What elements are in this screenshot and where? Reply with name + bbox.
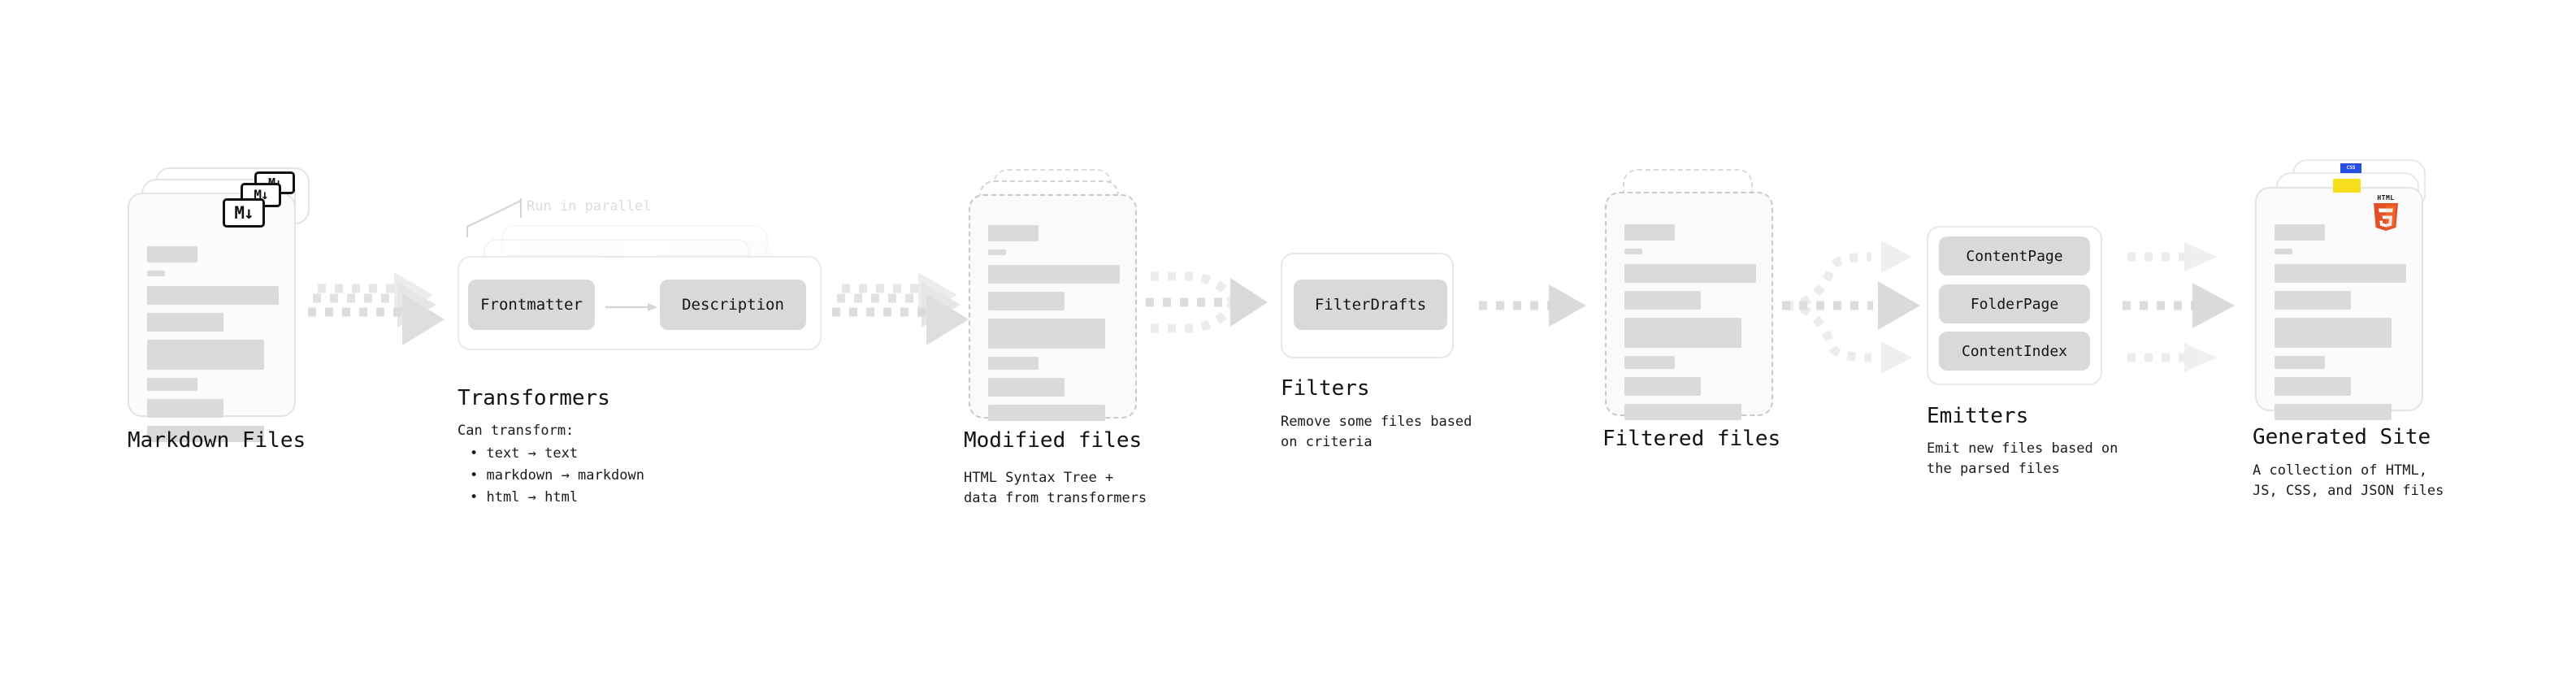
- emitter-pill-contentpage-label: ContentPage: [1966, 247, 2063, 265]
- emitter-pill-contentindex[interactable]: ContentIndex: [1939, 332, 2090, 371]
- stage-title-generated-site: Generated Site: [2253, 425, 2431, 449]
- transformers-bullet-0: • text → text: [470, 445, 579, 462]
- doc-line: [988, 249, 1006, 255]
- transformers-bullet-1: • markdown → markdown: [470, 467, 644, 484]
- doc-line: [147, 271, 165, 276]
- doc-line: [1624, 249, 1642, 254]
- doc-line: [147, 378, 197, 391]
- stage-title-transformers: Transformers: [458, 386, 610, 410]
- transformer-pill-description-label: Description: [682, 296, 784, 314]
- doc-line: [1624, 356, 1675, 369]
- transformer-pill-description[interactable]: Description: [660, 280, 806, 330]
- run-in-parallel-bracket: [466, 197, 555, 238]
- doc-line: [147, 313, 223, 332]
- run-in-parallel-label: Run in parallel: [527, 198, 652, 215]
- doc-line: [1624, 318, 1741, 348]
- emitter-pill-contentindex-label: ContentIndex: [1961, 342, 2068, 360]
- modified-card-lines: [988, 225, 1120, 429]
- doc-line: [147, 340, 264, 370]
- emitter-pill-contentpage[interactable]: ContentPage: [1939, 236, 2090, 275]
- stage-subtitle-generated-site: A collection of HTML, JS, CSS, and JSON …: [2253, 462, 2444, 499]
- doc-line: [1624, 404, 1741, 420]
- doc-line: [2275, 249, 2292, 254]
- stage-title-markdown-files: Markdown Files: [128, 428, 306, 453]
- arrow-emitters-to-site: [2123, 236, 2253, 382]
- stage-subtitle-modified-files: HTML Syntax Tree + data from transformer…: [964, 470, 1147, 506]
- doc-line: [988, 225, 1039, 241]
- filtered-files-stack: [1605, 169, 1792, 437]
- stage-title-modified-files: Modified files: [964, 428, 1143, 453]
- doc-line: [988, 405, 1105, 421]
- stage-subtitle-transformers: Can transform:: [458, 423, 575, 439]
- doc-line: [147, 286, 279, 305]
- doc-line: [1624, 291, 1701, 310]
- doc-line: [147, 246, 197, 262]
- doc-line: [2275, 377, 2351, 396]
- doc-line: [1624, 377, 1701, 396]
- doc-line: [2275, 291, 2351, 310]
- doc-line: [2275, 404, 2392, 420]
- markdown-card-front: [128, 193, 296, 442]
- stage-title-emitters: Emitters: [1927, 404, 2029, 428]
- js-badge: [2333, 179, 2361, 193]
- css-badge: CSS: [2340, 163, 2361, 173]
- css-badge-label: CSS: [2346, 165, 2356, 171]
- doc-line: [988, 319, 1105, 349]
- doc-line: [147, 399, 223, 418]
- arrow-transformers-to-modified: [832, 271, 975, 360]
- arrow-filtered-to-emitters: [1782, 234, 1928, 380]
- filter-pill-filterdrafts-label: FilterDrafts: [1314, 296, 1427, 314]
- html5-badge: HTML: [2370, 195, 2401, 232]
- arrow-markdown-to-transformers: [308, 271, 451, 360]
- doc-line: [2275, 264, 2406, 283]
- stage-title-filtered-files: Filtered files: [1602, 427, 1781, 451]
- filtered-card-front: [1605, 192, 1773, 420]
- modified-files-stack: [969, 169, 1156, 437]
- doc-line: [2275, 356, 2325, 369]
- markdown-badge-glyph: M↓: [234, 202, 254, 223]
- markdown-card-lines: [147, 246, 279, 450]
- doc-line: [1624, 264, 1756, 283]
- filtered-card-lines: [1624, 224, 1756, 428]
- arrow-modified-to-filters: [1146, 260, 1276, 366]
- doc-line: [2275, 224, 2325, 241]
- transformers-bullet-2: • html → html: [470, 489, 579, 505]
- html5-badge-word: HTML: [2377, 194, 2395, 202]
- stage-subtitle-emitters: Emit new files based on the parsed files: [1927, 440, 2118, 477]
- doc-line: [1624, 224, 1675, 241]
- doc-line: [147, 426, 264, 442]
- filter-pill-filterdrafts[interactable]: FilterDrafts: [1294, 280, 1447, 330]
- transformer-pill-frontmatter[interactable]: Frontmatter: [468, 280, 595, 330]
- doc-line: [988, 265, 1120, 284]
- doc-line: [988, 357, 1039, 370]
- transformer-pill-frontmatter-label: Frontmatter: [480, 296, 583, 314]
- markdown-files-stack: M↓ M↓ M↓: [128, 167, 314, 442]
- doc-line: [988, 378, 1065, 397]
- doc-line: [2275, 318, 2392, 348]
- transformer-inner-arrow: [605, 299, 662, 315]
- stage-title-filters: Filters: [1281, 376, 1370, 401]
- modified-card-front: [969, 194, 1137, 421]
- markdown-badge-glyph-back1: M↓: [254, 187, 268, 202]
- arrow-filters-to-filtered: [1479, 284, 1601, 333]
- html5-shield-icon: [2372, 202, 2400, 232]
- emitter-pill-folderpage[interactable]: FolderPage: [1939, 284, 2090, 323]
- markdown-badge: M↓: [223, 198, 265, 228]
- stage-subtitle-filters: Remove some files based on criteria: [1281, 414, 1472, 450]
- generated-site-stack: CSS HTML: [2255, 159, 2450, 427]
- doc-line: [988, 292, 1065, 310]
- emitter-pill-folderpage-label: FolderPage: [1970, 295, 2059, 313]
- site-card-lines: [2275, 224, 2406, 428]
